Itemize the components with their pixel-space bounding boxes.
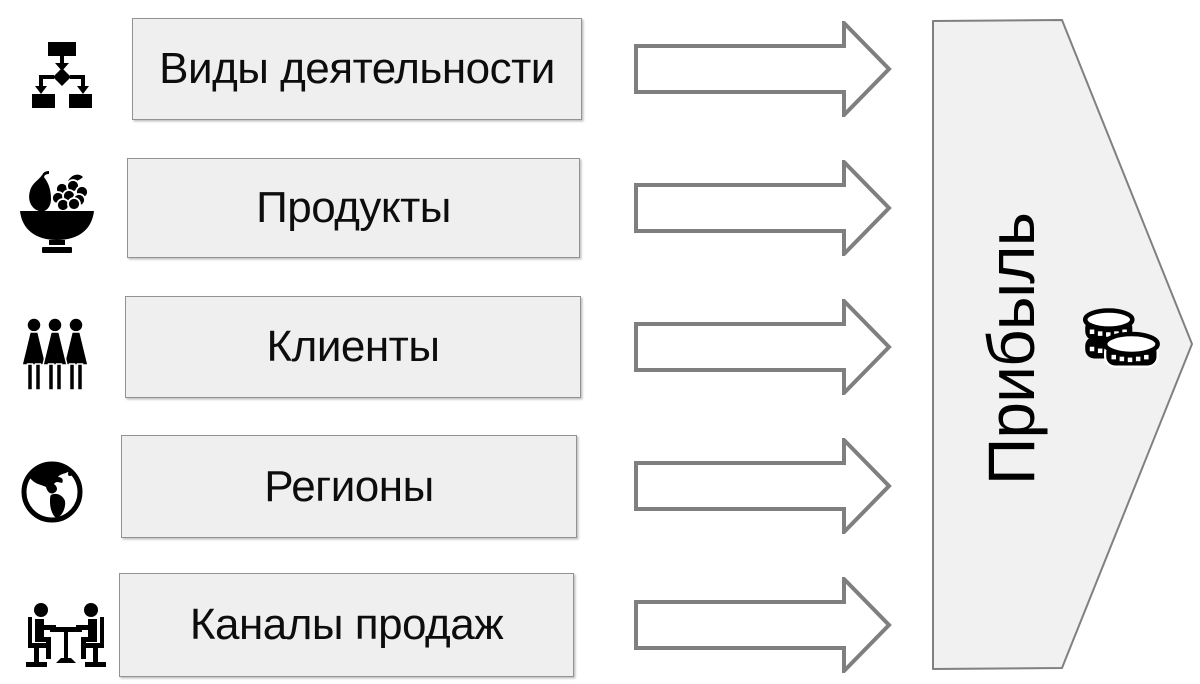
- globe-icon: [20, 460, 84, 524]
- factor-label-clients: Клиенты: [266, 322, 440, 371]
- right-arrow-icon: [634, 160, 892, 256]
- factor-box-activities: Виды деятельности: [132, 18, 582, 120]
- factor-box-clients: Клиенты: [125, 296, 581, 398]
- coins-icon: [1072, 306, 1160, 382]
- factor-label-regions: Регионы: [264, 461, 434, 511]
- right-arrow-icon: [634, 577, 892, 673]
- factor-label-activities: Виды деятельности: [159, 44, 555, 93]
- profit-result-shape: Прибыль: [932, 19, 1194, 670]
- factor-label-products: Продукты: [256, 183, 451, 232]
- right-arrow-icon: [634, 299, 892, 395]
- right-arrow-icon: [634, 21, 892, 117]
- meeting-table-icon: [20, 599, 112, 673]
- people-group-icon: [21, 317, 89, 395]
- factor-box-channels: Каналы продаж: [119, 573, 574, 677]
- fruit-bowl-icon: [18, 171, 96, 253]
- factor-box-products: Продукты: [127, 158, 580, 258]
- org-chart-icon: [32, 42, 92, 108]
- profit-label: Прибыль: [974, 212, 1048, 486]
- right-arrow-icon: [634, 438, 892, 534]
- factor-label-channels: Каналы продаж: [189, 600, 504, 649]
- pentagon-shape: [932, 19, 1193, 670]
- factor-box-regions: Регионы: [121, 435, 577, 538]
